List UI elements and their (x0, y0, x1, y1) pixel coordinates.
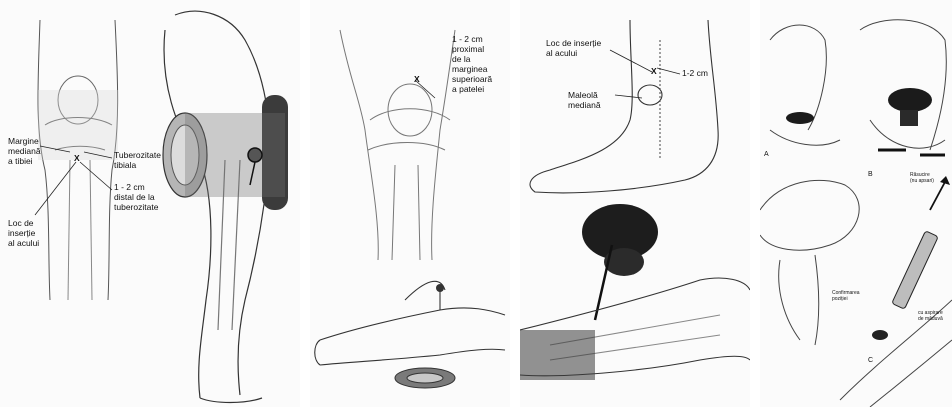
insertion-mark: X (74, 153, 80, 163)
label-pressure: Răsucire (nu apsari) (910, 172, 934, 184)
label-distance: 1-2 cm (682, 68, 708, 78)
divider (515, 0, 516, 407)
label-medial-margin: Margine mediană a tibiei (8, 136, 41, 166)
label-tibial-tuberosity: Tuberozitate tibiala (114, 150, 161, 170)
insertion-mark: X (651, 66, 657, 76)
label-fig-b: B (868, 170, 873, 180)
technique-illustration (760, 0, 952, 407)
label-fig-c: C (868, 356, 873, 366)
divider (305, 0, 306, 407)
divider (755, 0, 756, 407)
panel-technique-steps: A B C Răsucire (nu apsari) Confirmarea p… (760, 0, 952, 407)
panel-femoral-insertion: 1 - 2 cm proximal de la marginea superio… (310, 0, 510, 407)
label-proximal: 1 - 2 cm proximal de la marginea superio… (452, 34, 492, 94)
label-distance: 1 - 2 cm distal de la tuberozitate (114, 182, 158, 212)
label-aspirate: cu aspirare de măduvă (918, 310, 943, 322)
label-insertion-site: Loc de inserție al acului (8, 218, 39, 248)
panel-tibial-insertion: Margine mediană a tibiei Tuberozitate ti… (0, 0, 300, 407)
label-insertion-site: Loc de inserție al acului (546, 38, 601, 58)
label-confirm: Confirmarea poziției (832, 290, 860, 302)
label-medial-malleolus: Maleolă mediană (568, 90, 601, 110)
label-fig-a: A (764, 150, 769, 160)
ankle-illustration (520, 0, 750, 407)
insertion-mark: X (414, 74, 420, 84)
panel-malleolus-insertion: Loc de inserție al acului 1-2 cm Maleolă… (520, 0, 750, 407)
